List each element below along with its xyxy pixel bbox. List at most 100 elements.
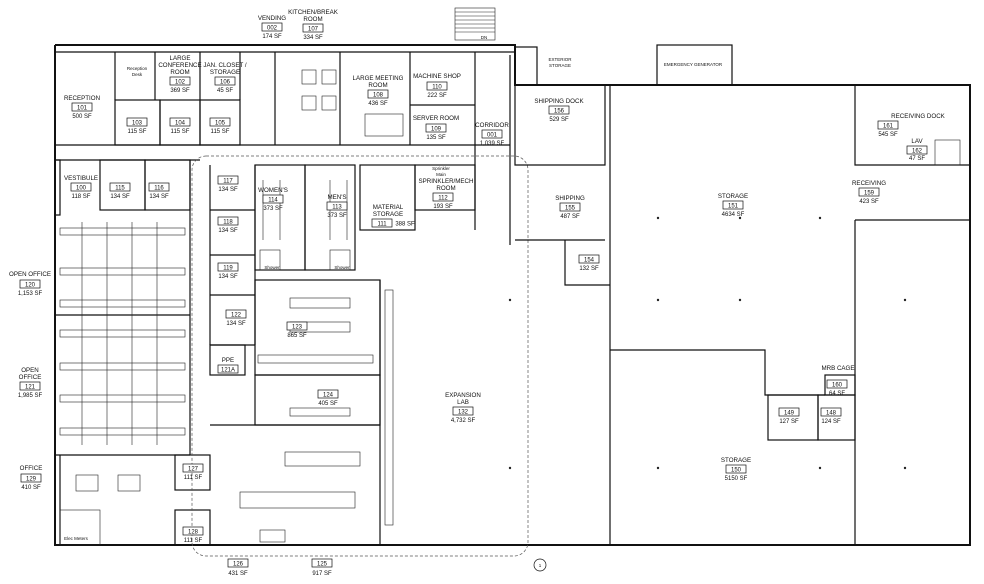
room-name: STORAGE xyxy=(718,193,748,200)
room-number: 116 xyxy=(154,186,164,192)
room-area: 124 SF xyxy=(821,419,841,425)
room-number: 110 xyxy=(432,85,442,91)
room-number: 100 xyxy=(76,186,87,192)
room-tag-104: 104 115 SF xyxy=(169,117,191,135)
shower-note-women: Shower xyxy=(264,265,280,270)
room-tag-shipping-dock: SHIPPING DOCK 156 529 SF xyxy=(534,98,584,123)
room-number: 151 xyxy=(728,204,739,210)
room-name: SHIPPING DOCK xyxy=(534,98,584,105)
room-tag-office-129: OFFICE 129 410 SF xyxy=(20,465,43,491)
room-tag-jan-closet: JAN. CLOSET / STORAGE 106 45 SF xyxy=(203,62,246,94)
room-area: 917 SF xyxy=(312,571,332,577)
room-number: 102 xyxy=(175,80,186,86)
room-tag-corridor: CORRIDOR 001 1,039 SF xyxy=(475,122,509,147)
room-tag-vending: VENDING 002 174 SF xyxy=(258,15,286,40)
room-area: 487 SF xyxy=(560,214,580,220)
room-area: 1,153 SF xyxy=(18,291,43,297)
room-area: 431 SF xyxy=(228,571,248,577)
room-tag-receiving-dock: RECEIVING DOCK 161 545 SF xyxy=(877,113,946,138)
room-tag-storage-150: STORAGE 150 5150 SF xyxy=(721,457,751,482)
room-name: MACHINE SHOP xyxy=(413,73,461,80)
room-number: 123 xyxy=(292,325,303,331)
room-area: 134 SF xyxy=(218,274,238,280)
room-tag-116: 116 134 SF xyxy=(148,182,170,200)
room-area: 529 SF xyxy=(549,117,569,123)
room-tag-expansion-lab: EXPANSION LAB 132 4,732 SF xyxy=(445,392,481,424)
room-area: 64 SF xyxy=(829,391,845,397)
room-name: STORAGE xyxy=(721,457,751,464)
room-area: 134 SF xyxy=(226,321,246,327)
room-area: 4634 SF xyxy=(722,212,745,218)
room-number: 119 xyxy=(223,266,233,272)
room-area: 115 SF xyxy=(128,129,147,135)
room-tag-105: 105 115 SF xyxy=(209,117,231,135)
room-name: VENDING xyxy=(258,15,286,22)
room-name: WOMEN'S xyxy=(258,187,288,194)
room-tag-mrb-cage: MRB CAGE 160 64 SF xyxy=(821,365,854,397)
room-name: LAB xyxy=(457,399,469,406)
room-area: 373 SF xyxy=(263,206,283,212)
room-tag-shipping: SHIPPING 155 487 SF xyxy=(555,195,585,220)
room-area: 1,985 SF xyxy=(18,393,43,399)
exterior-storage-note-1: EXTERIOR xyxy=(548,57,572,62)
room-name: VESTIBULE xyxy=(64,175,98,182)
elec-meters-note: Elec Meters xyxy=(64,536,89,541)
lab-benches xyxy=(239,289,394,543)
room-number: 112 xyxy=(438,196,448,202)
workstations xyxy=(59,222,186,445)
room-number: 154 xyxy=(584,258,595,264)
room-area: 222 SF xyxy=(427,93,447,99)
room-area: 135 SF xyxy=(426,135,446,141)
room-name: ROOM xyxy=(368,82,387,89)
room-tag-127: 127 111 SF xyxy=(182,463,204,481)
room-tag-115: 115 134 SF xyxy=(109,182,131,200)
room-name: SHIPPING xyxy=(555,195,585,202)
room-number: 149 xyxy=(784,411,795,417)
room-name: CONFERENCE xyxy=(158,62,201,69)
room-name: ROOM xyxy=(436,185,455,192)
room-number: 126 xyxy=(233,562,244,568)
room-tag-server-room: SERVER ROOM 109 135 SF xyxy=(413,115,459,141)
room-number: 150 xyxy=(731,468,742,474)
room-name: SPRINKLER/MECH xyxy=(418,178,473,185)
room-tag-receiving: RECEIVING 159 423 SF xyxy=(852,180,886,205)
room-number: 002 xyxy=(267,26,278,32)
room-number: 160 xyxy=(832,383,843,389)
room-tag-123: 123 865 SF xyxy=(286,321,308,339)
room-area: 115 SF xyxy=(211,129,230,135)
room-tag-126: 126 431 SF xyxy=(227,558,249,577)
room-number: 122 xyxy=(231,313,242,319)
room-area: 118 SF xyxy=(72,194,91,200)
room-number: 101 xyxy=(77,106,88,112)
room-number: 159 xyxy=(864,191,875,197)
room-name: KITCHEN/BREAK xyxy=(288,9,339,16)
room-area: 111 SF xyxy=(184,475,203,481)
room-tag-124: 124 405 SF xyxy=(317,389,339,407)
room-name: OFFICE xyxy=(19,374,42,381)
exterior-storage-note-2: STORAGE xyxy=(549,63,571,68)
room-number: 104 xyxy=(175,121,186,127)
room-number: 132 xyxy=(458,410,469,416)
room-tag-119: 119 134 SF xyxy=(217,262,239,280)
room-name: CORRIDOR xyxy=(475,122,509,129)
grid-marker-label: 1 xyxy=(539,563,542,568)
room-area: 132 SF xyxy=(579,266,599,272)
room-name: OPEN OFFICE xyxy=(9,271,51,278)
room-name: LAV xyxy=(911,138,923,145)
room-number: 115 xyxy=(115,186,125,192)
room-number: 107 xyxy=(308,27,319,33)
room-name: RECEIVING DOCK xyxy=(891,113,946,120)
room-name: PPE xyxy=(222,357,234,364)
room-name: SERVER ROOM xyxy=(413,115,459,122)
room-area: 5150 SF xyxy=(725,476,748,482)
room-tag-machine-shop: MACHINE SHOP 110 222 SF xyxy=(413,73,461,99)
sprinkler-main-note-2: Main xyxy=(436,172,446,177)
room-name: ROOM xyxy=(170,69,189,76)
stair-dn-note: DN xyxy=(481,35,488,40)
room-area: 134 SF xyxy=(218,187,238,193)
room-name: RECEIVING xyxy=(852,180,886,187)
room-tag-womens: WOMEN'S 114 373 SF xyxy=(258,187,288,212)
room-area: 134 SF xyxy=(149,194,169,200)
room-tag-sprinkler: SPRINKLER/MECH ROOM 112 193 SF xyxy=(418,178,473,210)
room-number: 118 xyxy=(223,220,233,226)
